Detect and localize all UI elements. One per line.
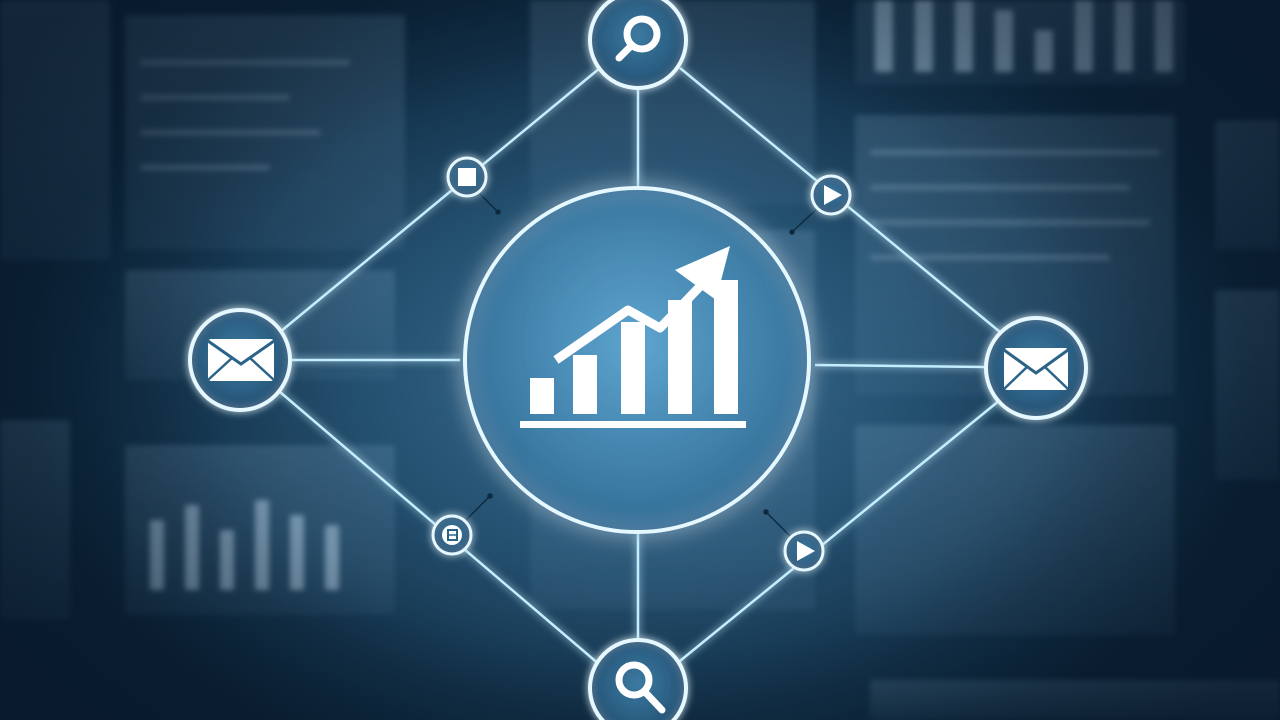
link-right-to-bottom: [674, 399, 1001, 666]
search-node-bottom: [588, 638, 688, 720]
search-node-top: [588, 0, 688, 90]
play-node-upper: [810, 174, 852, 216]
document-icon: [442, 525, 462, 545]
connection-lines: [279, 67, 1001, 666]
pointer-lines: [465, 191, 819, 537]
mail-node-right: [984, 316, 1088, 420]
link-top-to-left: [279, 67, 601, 333]
envelope-icon: [207, 339, 275, 381]
play-icon: [824, 185, 842, 205]
stop-node: [446, 156, 488, 198]
play-node-lower: [783, 530, 825, 572]
envelope-icon: [1003, 348, 1069, 390]
document-node: [431, 514, 473, 556]
mail-node-left: [188, 308, 292, 412]
link-hub-to-right: [814, 363, 986, 369]
magnifier-icon: [615, 661, 666, 714]
hub-node: [463, 186, 811, 534]
square-icon: [458, 168, 476, 186]
play-icon: [797, 541, 815, 561]
growth-chart-icon: [520, 246, 746, 428]
magnifier-icon: [615, 15, 661, 62]
